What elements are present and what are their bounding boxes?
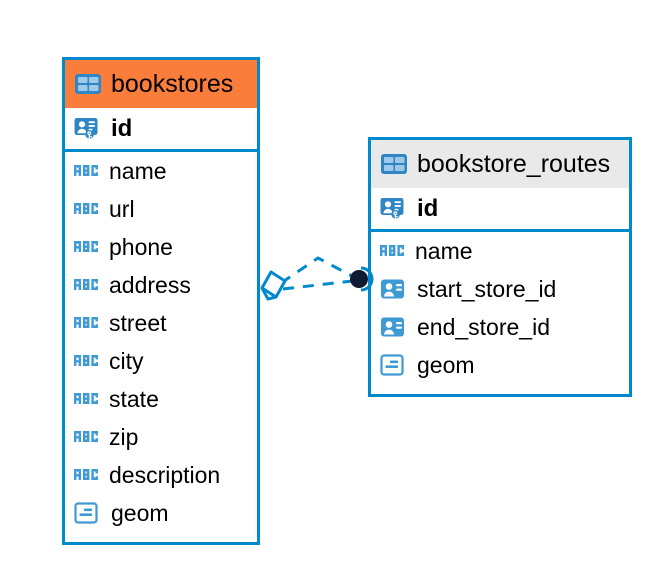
field-row-street[interactable]: street (65, 304, 257, 342)
field-label-city: city (109, 347, 144, 374)
field-row-geom[interactable]: geom (371, 346, 629, 384)
abc-text-icon (74, 279, 98, 290)
abc-text-icon (74, 241, 98, 252)
field-row-zip[interactable]: zip (65, 418, 257, 456)
field-label-phone: phone (109, 233, 173, 260)
abc-text-icon (74, 431, 98, 442)
field-row-description[interactable]: description (65, 456, 257, 494)
abc-text-icon (74, 469, 98, 480)
abc-text-icon (74, 393, 98, 404)
field-row-state[interactable]: state (65, 380, 257, 418)
entity-title-bookstore-routes: bookstore_routes (417, 149, 611, 178)
field-label-name: name (109, 157, 167, 184)
entity-header-bookstore-routes[interactable]: bookstore_routes (371, 140, 629, 188)
field-label-start-store-id: start_store_id (417, 275, 557, 302)
field-label-end-store-id: end_store_id (417, 313, 550, 340)
abc-text-icon (74, 165, 98, 176)
field-row-end-store-id[interactable]: end_store_id (371, 308, 629, 346)
foreign-key-icon (381, 317, 404, 337)
field-row-geom[interactable]: geom (65, 494, 257, 532)
field-label-zip: zip (109, 423, 139, 450)
field-label-id: id (417, 194, 439, 222)
geometry-icon (380, 354, 404, 376)
entity-bookstore-routes[interactable]: bookstore_routes id (368, 137, 632, 397)
primary-key-row-bookstore-routes[interactable]: id (371, 188, 629, 232)
entity-title-bookstores: bookstores (111, 69, 234, 98)
field-label-address: address (109, 271, 191, 298)
abc-text-icon (380, 245, 404, 256)
entity-bookstores[interactable]: bookstores id (62, 57, 260, 545)
abc-text-icon (74, 355, 98, 366)
relationship-line-upper (280, 256, 355, 285)
diamond-marker (260, 270, 287, 301)
field-row-start-store-id[interactable]: start_store_id (371, 270, 629, 308)
field-row-name[interactable]: name (371, 232, 629, 270)
entity-header-bookstores[interactable]: bookstores (65, 60, 257, 108)
field-row-url[interactable]: url (65, 190, 257, 228)
foreign-key-icon (381, 279, 404, 299)
abc-text-icon (74, 203, 98, 214)
field-label-id: id (111, 114, 133, 142)
field-label-geom: geom (111, 499, 169, 526)
field-label-name: name (415, 237, 473, 264)
table-grid-icon (381, 154, 407, 174)
field-label-street: street (109, 309, 167, 336)
table-grid-icon (75, 74, 101, 94)
primary-key-row-bookstores[interactable]: id (65, 108, 257, 152)
field-row-city[interactable]: city (65, 342, 257, 380)
field-row-name[interactable]: name (65, 152, 257, 190)
field-label-geom: geom (417, 351, 475, 378)
primary-key-icon (380, 197, 404, 219)
primary-key-icon (74, 117, 98, 139)
abc-text-icon (74, 317, 98, 328)
relationship-line-lower (282, 279, 353, 291)
field-label-url: url (109, 195, 135, 222)
field-row-address[interactable]: address (65, 266, 257, 304)
field-label-state: state (109, 385, 159, 412)
field-row-phone[interactable]: phone (65, 228, 257, 266)
field-label-description: description (109, 461, 221, 488)
geometry-icon (74, 502, 98, 524)
